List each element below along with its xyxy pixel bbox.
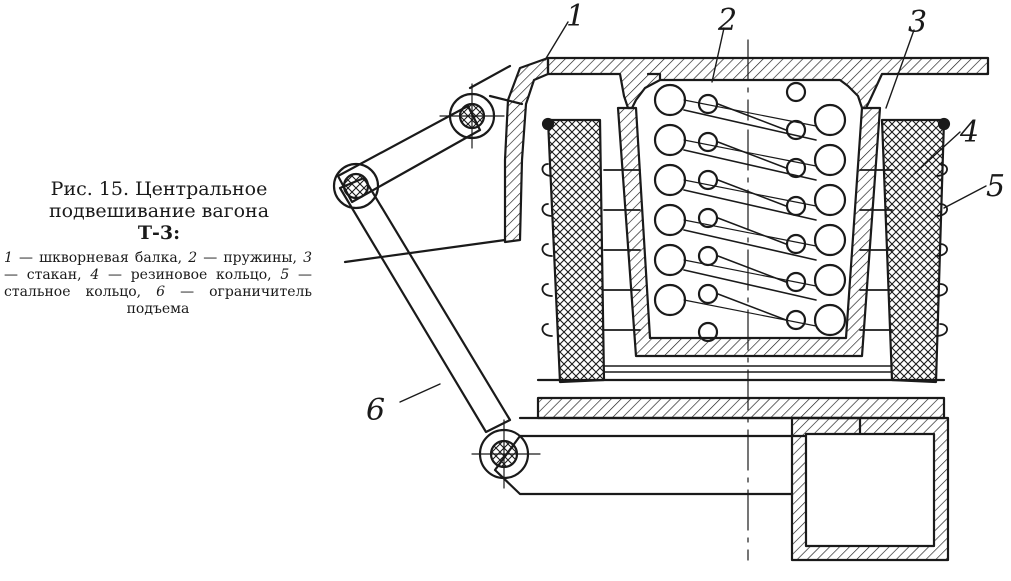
legend-num-4: 4 (90, 267, 100, 283)
callout-3: 3 (908, 5, 927, 40)
bolster-beam (343, 56, 990, 264)
legend-num-1: 1 (4, 250, 13, 266)
legend-text-1: шкворневая балка, (39, 250, 183, 266)
lift-limiter-link (332, 83, 541, 489)
spring-cup (616, 72, 882, 358)
callout-4: 4 (959, 115, 979, 150)
callout-2: 2 (717, 3, 737, 38)
lower-box-section (790, 416, 950, 562)
legend-text-2: пружины, (223, 250, 298, 266)
legend-num-3: 3 (303, 250, 313, 266)
callout-1: 1 (566, 0, 585, 34)
legend-text-5: стальное кольцо, (4, 284, 142, 300)
legend-num-5: 5 (280, 267, 290, 283)
lower-plate (493, 365, 946, 496)
figure-caption: Рис. 15. Центральное подвешивание вагона… (0, 178, 318, 318)
legend-num-2: 2 (188, 250, 198, 266)
caption-legend: 1 — шкворневая балка, 2 — пружины, 3 — с… (4, 250, 313, 317)
legend-text-3: стакан, (26, 267, 82, 283)
callout-5: 5 (986, 169, 1005, 204)
callout-6: 6 (366, 393, 385, 428)
caption-title: Рис. 15. Центральное подвешивание вагона (48, 178, 270, 222)
legend-text-6: ограничитель подъема (126, 284, 312, 317)
rubber-ring-stack (541, 117, 951, 384)
caption-title-code: Т-3: (137, 222, 181, 244)
legend-text-4: резиновое кольцо, (130, 267, 272, 283)
steel-rings (541, 163, 948, 337)
springs (653, 81, 847, 343)
legend-num-6: 6 (156, 284, 166, 300)
leader-lines (399, 21, 987, 403)
